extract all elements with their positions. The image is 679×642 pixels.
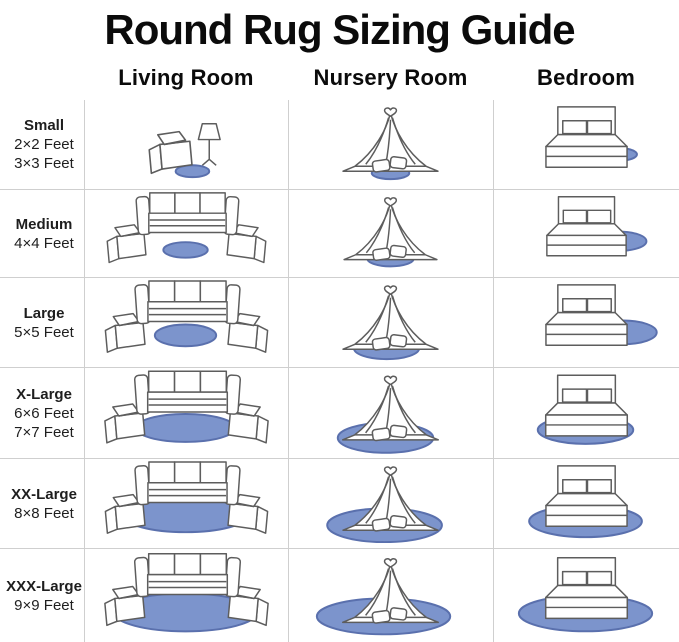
row-label-small: Small 2×2 Feet 3×3 Feet [0,100,84,189]
bed-illustration [545,106,628,168]
round-rug [162,241,209,259]
page-title: Round Rug Sizing Guide [104,6,575,53]
size-name: Large [23,304,65,322]
cell-nursery-medium [288,189,493,277]
canopy-tent-illustration [342,107,439,173]
size-feet: 6×6 Feet [14,404,74,422]
size-name: Medium [15,215,73,233]
size-feet: 5×5 Feet [14,323,74,341]
cell-bedroom-medium [493,189,679,277]
canopy-tent-illustration [343,197,438,262]
cell-living-medium [84,189,288,277]
canopy-tent-illustration [342,285,439,351]
cell-bedroom-large [493,277,679,367]
cell-bedroom-x-large [493,367,679,458]
cell-nursery-small [288,100,493,189]
size-feet: 8×8 Feet [14,504,74,522]
bed-illustration [544,374,629,437]
row-label-x-large: X-Large 6×6 Feet 7×7 Feet [0,367,84,458]
bed-illustration [544,556,629,620]
column-header-bedroom: Bedroom [537,65,635,90]
cell-living-xx-large [84,458,288,548]
cell-nursery-large [288,277,493,367]
column-header-nursery-room: Nursery Room [313,65,468,90]
size-feet: 7×7 Feet [14,423,74,441]
size-feet: 4×4 Feet [14,234,74,252]
cell-living-small [84,100,288,189]
bed-illustration [546,196,627,257]
cell-nursery-xxx-large [288,548,493,642]
row-label-xx-large: XX-Large 8×8 Feet [0,458,84,548]
round-rug [134,412,237,443]
size-feet: 9×9 Feet [14,596,74,614]
size-name: X-Large [16,385,72,403]
row-label-xxx-large: XXX-Large 9×9 Feet [0,548,84,642]
bed-illustration [545,284,628,346]
header-corner-spacer [0,56,84,100]
cell-living-xxx-large [84,548,288,642]
size-name: XXX-Large [6,577,82,595]
bed-illustration [545,465,628,527]
cell-bedroom-xxx-large [493,548,679,642]
cell-living-x-large [84,367,288,458]
armchair-lamp-illustration [149,124,220,174]
size-name: Small [23,117,65,134]
size-feet: 3×3 Feet [14,155,74,172]
row-label-medium: Medium 4×4 Feet [0,189,84,277]
round-rug [153,323,218,348]
size-feet: 2×2 Feet [14,136,74,153]
cell-nursery-xx-large [288,458,493,548]
size-name: XX-Large [11,485,77,503]
cell-living-large [84,277,288,367]
row-label-large: Large 5×5 Feet [0,277,84,367]
cell-bedroom-xx-large [493,458,679,548]
cell-nursery-x-large [288,367,493,458]
column-header-living-room: Living Room [118,65,254,90]
cell-bedroom-small [493,100,679,189]
